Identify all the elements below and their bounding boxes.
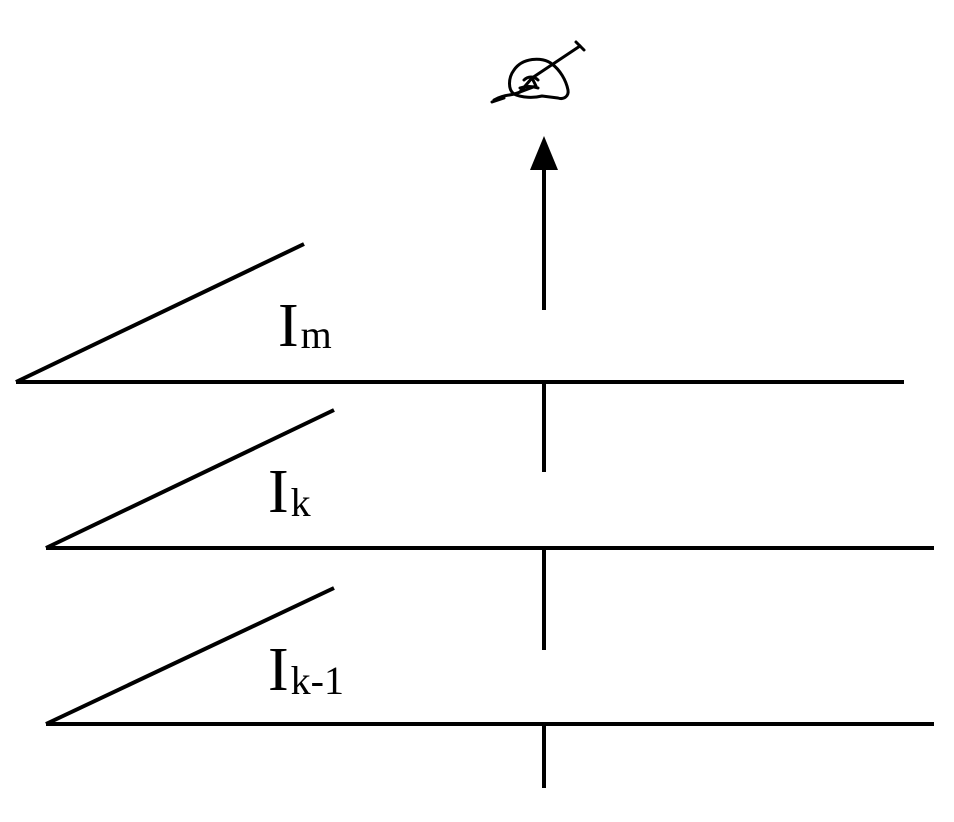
layer-bottom-label: Ik-1 [268, 636, 344, 704]
layer-top-label-sub: m [301, 312, 332, 357]
layer-top-label: Im [278, 292, 332, 360]
layer-bottom-label-sub: k-1 [291, 658, 344, 703]
layer-middle-slant [45, 408, 335, 550]
layer-middle-label-main: I [268, 458, 289, 526]
layer-bottom-label-main: I [268, 636, 289, 704]
layer-top-label-main: I [278, 292, 299, 360]
layer-bottom-slant [45, 586, 335, 726]
layer-bottom: Ik-1 [45, 586, 934, 726]
layer-middle: Ik [45, 408, 934, 550]
layer-top-slant [15, 242, 305, 384]
writing-hand-icon [490, 40, 586, 104]
layer-middle-label: Ik [268, 458, 311, 526]
upward-arrow-head [530, 136, 558, 170]
layer-middle-label-sub: k [291, 480, 311, 525]
layer-top: Im [15, 242, 904, 384]
